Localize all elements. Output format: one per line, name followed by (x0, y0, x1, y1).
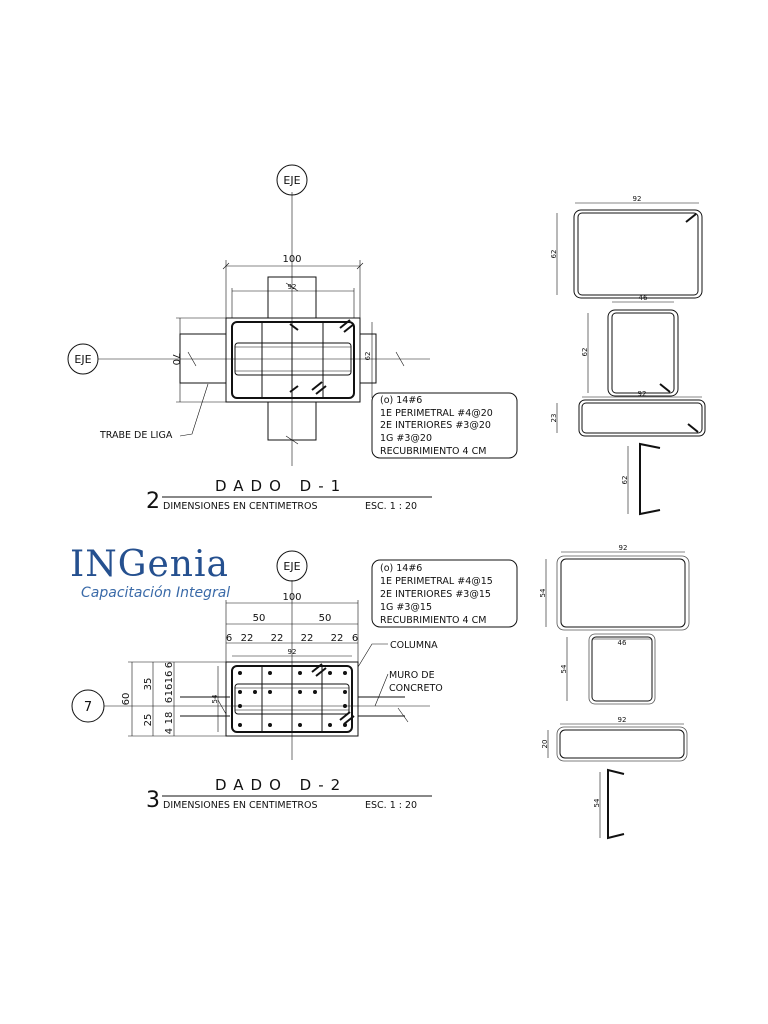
dim-side-detail-1: 6 (164, 662, 175, 668)
note-d1-4: 1G #3@20 (380, 433, 432, 444)
dado-d2-details: 92 54 46 54 92 20 54 (539, 544, 690, 840)
dim-side: 70 (170, 353, 181, 366)
label-muro-1: MURO DE (389, 670, 435, 681)
detail-d1-dim-2: 62 (550, 250, 558, 259)
detail-d1-dim-6: 23 (550, 414, 558, 423)
dim-side-part-1: 35 (143, 678, 154, 691)
note-d2-1: (o) 14#6 (380, 563, 422, 574)
scale-d2: ESC. 1 : 20 (365, 800, 417, 811)
detail-d2-dim-4: 54 (560, 664, 568, 673)
notes-box-d1 (371, 392, 518, 459)
dim-inner-width-d2: 92 (288, 648, 297, 656)
detail-d1-dim-1: 92 (633, 195, 642, 203)
detail-d2-dim-1: 92 (619, 544, 628, 552)
axis-bubble-top (276, 164, 308, 196)
detail-d2-dim-3: 46 (618, 639, 627, 647)
ingenia-logo: INGenia Capacitación Integral (70, 544, 230, 601)
dim-total-width-d2: 100 (282, 592, 301, 603)
dim-side-detail-3: 16 (164, 684, 175, 697)
axis-label-top: EJE (283, 174, 300, 187)
dim-part-2: 22 (241, 633, 254, 644)
detail-d1-dim-4: 62 (581, 348, 589, 357)
dado-d1-plan: EJE EJE 100 92 (67, 164, 518, 514)
title-d1: DADO D-1 (215, 477, 347, 495)
dado-outline-d2 (225, 661, 359, 737)
dim-side-detail-6: 4 (164, 728, 175, 734)
dim-side-total-d2: 60 (121, 693, 132, 706)
notes-box-d2 (371, 559, 518, 628)
label-muro-2: CONCRETO (389, 683, 443, 694)
logo-tagline: Capacitación Integral (81, 585, 230, 601)
note-d1-3: 2E INTERIORES #3@20 (380, 420, 491, 431)
dado-d1-details: 92 62 46 62 92 23 62 (550, 195, 706, 516)
detail-d1-dim-5: 92 (638, 390, 647, 398)
dim-side-inner: 62 (364, 352, 372, 361)
dim-part-1: 6 (226, 633, 232, 644)
detail-d1-dim-7: 62 (621, 476, 629, 485)
dim-side-detail-2: 16 (164, 671, 175, 684)
dim-total-width: 100 (282, 254, 301, 265)
note-d2-2: 1E PERIMETRAL #4@15 (380, 576, 493, 587)
dim-part-4: 22 (301, 633, 314, 644)
subtitle-d2: DIMENSIONES EN CENTIMETROS (163, 800, 317, 811)
detail-d2-dim-2: 54 (539, 588, 547, 597)
detail-d2-dim-7: 54 (593, 798, 601, 807)
scale-d1: ESC. 1 : 20 (365, 501, 417, 512)
axis-bubble-left (67, 343, 99, 375)
logo-brand: INGenia (70, 544, 229, 585)
dim-side-detail-4: 6 (164, 697, 175, 703)
label-trabe-liga: TRABE DE LIGA (99, 430, 173, 441)
rebar-dots (238, 671, 347, 727)
axis-label-left: EJE (74, 353, 91, 366)
subtitle-d1: DIMENSIONES EN CENTIMETROS (163, 501, 317, 512)
dim-half-right: 50 (319, 613, 332, 624)
dim-side-detail-5: 18 (164, 712, 175, 725)
note-d1-2: 1E PERIMETRAL #4@20 (380, 408, 493, 419)
dim-part-6: 6 (352, 633, 358, 644)
title-index-d2: 3 (146, 788, 160, 813)
dado-outline (225, 317, 361, 403)
note-d2-3: 2E INTERIORES #3@15 (380, 589, 491, 600)
dim-part-5: 22 (331, 633, 344, 644)
note-d1-5: RECUBRIMIENTO 4 CM (380, 446, 486, 457)
note-d1-1: (o) 14#6 (380, 395, 422, 406)
label-columna: COLUMNA (390, 640, 438, 651)
dim-inner-side-d2: 54 (211, 694, 219, 703)
axis-bubble-top-d2 (276, 550, 308, 582)
title-d2: DADO D-2 (215, 776, 347, 794)
note-d2-5: RECUBRIMIENTO 4 CM (380, 615, 486, 626)
dim-side-part-2: 25 (143, 714, 154, 727)
detail-d2-dim-6: 20 (541, 740, 549, 749)
dado-d2-plan: EJE 7 100 50 (71, 550, 518, 813)
dim-half-left: 50 (253, 613, 266, 624)
axis-bubble-number (71, 689, 105, 723)
detail-d1-dim-3: 46 (639, 294, 648, 302)
dim-part-3: 22 (271, 633, 284, 644)
trabe-outline (179, 276, 377, 441)
note-d2-4: 1G #3@15 (380, 602, 432, 613)
axis-number: 7 (84, 700, 92, 715)
detail-d2-dim-5: 92 (618, 716, 627, 724)
axis-label-top-d2: EJE (283, 560, 300, 573)
title-index-d1: 2 (146, 489, 160, 514)
